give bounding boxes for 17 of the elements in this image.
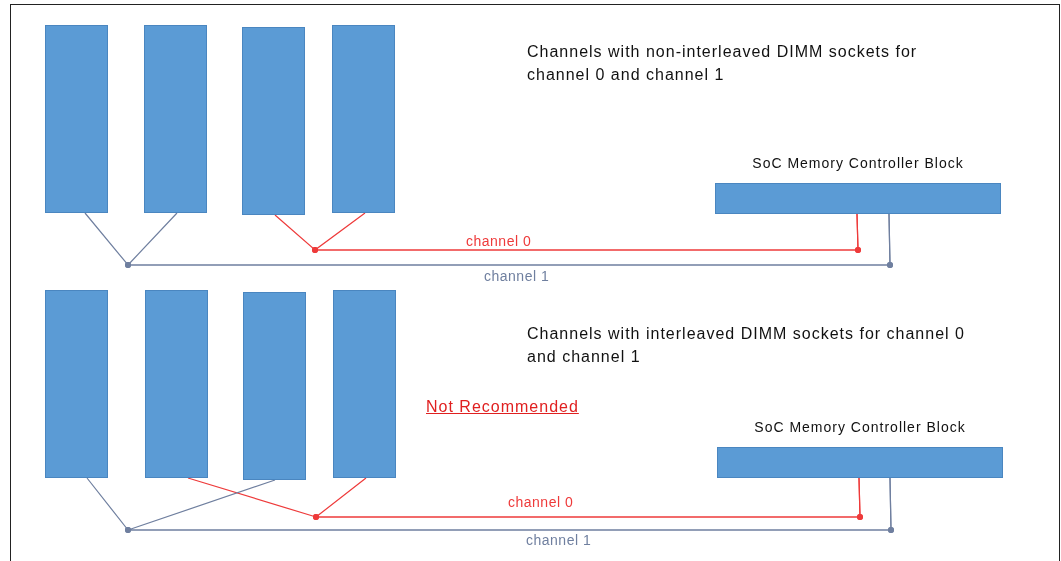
edge-label: channel 1	[483, 268, 551, 284]
note-text: Channels with interleaved DIMM sockets for channel 0 and channel 1	[527, 324, 966, 367]
dimm-socket-bar	[243, 292, 306, 480]
block-heading: SoC Memory Controller Block	[751, 155, 965, 171]
dimm-socket-bar	[145, 290, 208, 478]
edge-label: channel 0	[507, 494, 575, 510]
warning-text: Not Recommended	[426, 397, 579, 417]
dimm-socket-bar	[45, 25, 108, 213]
dimm-socket-bar	[45, 290, 108, 478]
edge-label: channel 0	[465, 233, 533, 249]
dimm-socket-bar	[144, 25, 207, 213]
edge-label: channel 1	[525, 532, 593, 548]
dimm-socket-bar	[332, 25, 395, 213]
dimm-socket-bar	[242, 27, 305, 215]
dimm-socket-bar	[333, 290, 396, 478]
block-heading: SoC Memory Controller Block	[753, 419, 967, 435]
note-text: Channels with non-interleaved DIMM sockets for channel 0 and channel 1	[527, 42, 919, 85]
